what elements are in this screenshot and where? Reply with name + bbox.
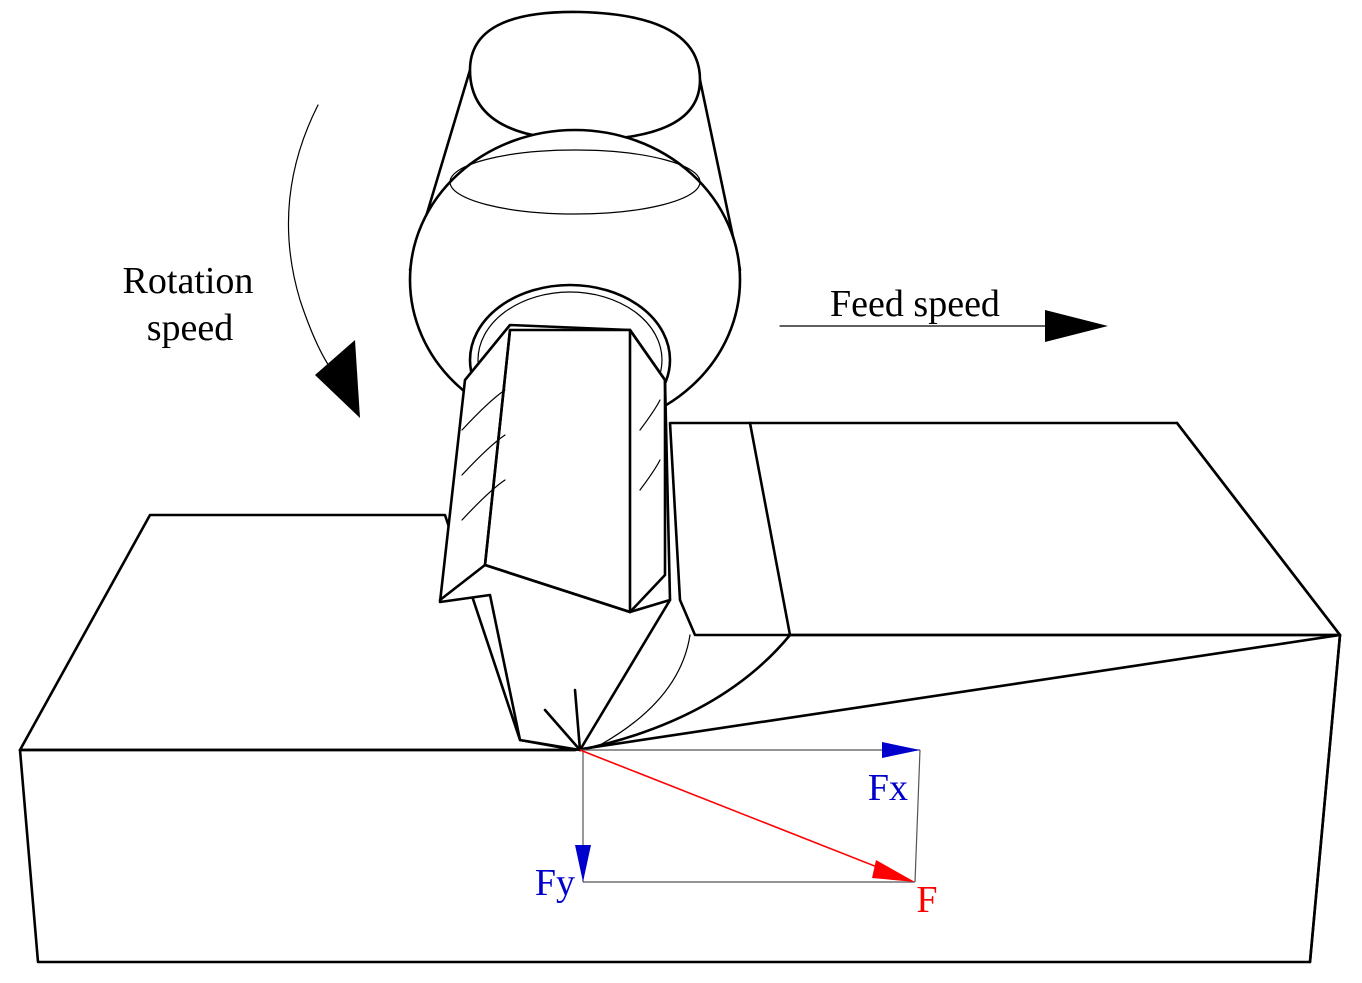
fy-label: Fy — [535, 862, 575, 904]
rotation-arrow — [287, 104, 360, 418]
force-vectors — [575, 742, 921, 883]
rotation-label-line1: Rotation — [123, 260, 254, 302]
fx-label: Fx — [868, 767, 908, 809]
fx-arrowhead-icon — [882, 742, 920, 758]
resultant-force-line — [579, 749, 901, 877]
feed-arrow — [779, 310, 1108, 342]
feed-arrowhead-icon — [1045, 310, 1108, 342]
feed-speed-label: Feed speed — [830, 283, 1000, 325]
fy-arrowhead-icon — [575, 845, 591, 882]
rotation-label-line2: speed — [147, 307, 234, 349]
f-arrowhead-icon — [872, 860, 915, 882]
workpiece-block — [18, 421, 1342, 964]
cutting-tool — [438, 323, 672, 752]
f-label: F — [916, 879, 937, 921]
rotation-arrowhead-icon — [315, 340, 360, 418]
